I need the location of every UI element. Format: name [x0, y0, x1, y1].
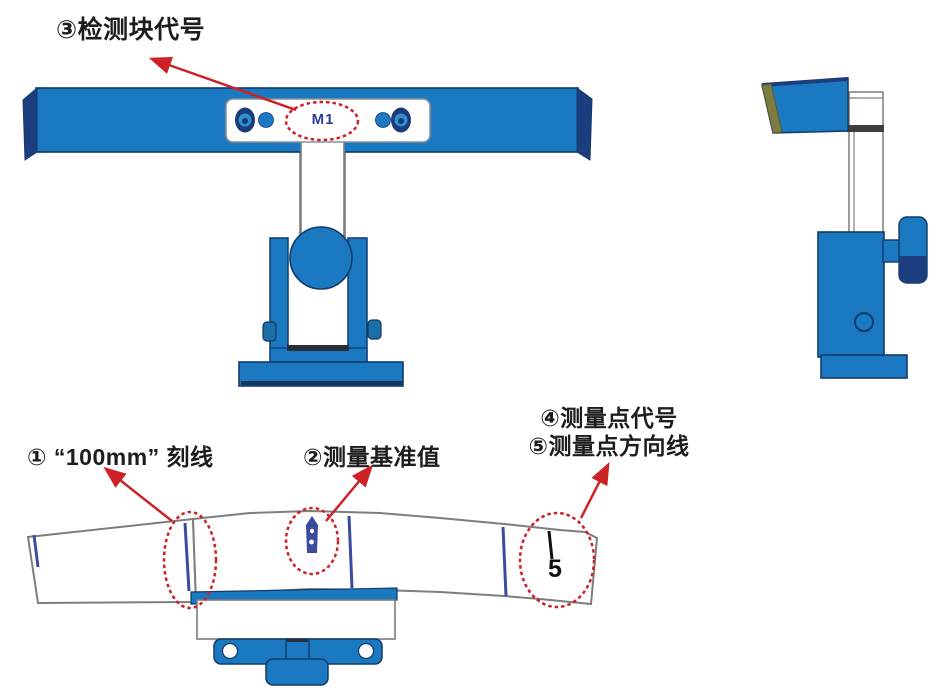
tick-left-end [32, 534, 40, 568]
tick-right [501, 526, 508, 597]
crossbar-left-bevel [22, 86, 38, 161]
red-annotations [103, 56, 610, 610]
reference-marker-shape [306, 516, 318, 553]
gauge-bar-assembly [26, 509, 599, 686]
block-id-marking: M1 [311, 111, 335, 128]
bracket-shadow [287, 345, 349, 351]
reference-marker-dot-1 [309, 528, 315, 534]
point-number-marking: 5 [548, 555, 562, 583]
label-reference-value: ②测量基准值 [303, 444, 441, 470]
callout-ellipse-reference [284, 506, 340, 576]
side-column-dark-band [846, 125, 884, 132]
callout-ellipse-scale-line [162, 510, 218, 610]
crossbar-right-bevel [576, 87, 593, 161]
label-scale-line: ① “100mm” 刻线 [27, 444, 214, 470]
side-body [817, 231, 885, 358]
leader-arrow-scale-line [103, 466, 173, 522]
plate-bolts [235, 107, 411, 133]
label-point-code: ④测量点代号 [540, 405, 678, 431]
callout-ellipse-point [518, 511, 596, 609]
label-point-group: ④测量点代号 ⑤测量点方向线 [520, 404, 698, 460]
mount-knob [265, 658, 329, 686]
right-knob [367, 319, 382, 340]
fixture-front-view [22, 86, 593, 387]
bracket-left-arm [269, 237, 289, 363]
left-knob [262, 321, 277, 342]
callout-ellipse-block-code [284, 100, 360, 142]
mount-knob-stem [285, 638, 310, 662]
bolt-core-left [242, 118, 248, 124]
mount-white-box [196, 599, 396, 640]
bolt-core-right [398, 118, 404, 124]
leader-arrow-block-code [148, 56, 297, 112]
mount-hole-left [221, 642, 239, 660]
label-block-code: ③检测块代号 [56, 16, 206, 44]
ball-joint [289, 226, 353, 290]
mount-hole-right [357, 642, 375, 660]
side-block-top-edge [761, 77, 849, 87]
tick-mid [347, 515, 354, 589]
fixture-stem-front [300, 140, 345, 241]
leader-arrow-reference [325, 464, 374, 522]
side-foot [820, 354, 908, 379]
base-plate-shadow [241, 381, 402, 385]
scale-ticks [32, 515, 508, 597]
side-knob-disc-dark [899, 256, 927, 283]
bolt-plain-left [258, 112, 274, 128]
reference-marker-dot-2 [309, 539, 314, 545]
reference-value-marker [306, 516, 318, 553]
point-direction-line [547, 530, 554, 560]
name-plate [225, 98, 431, 143]
bolt-plain-right [375, 112, 391, 128]
fixture-side-view [761, 77, 928, 379]
leader-arrow-point [579, 461, 610, 519]
tick-100mm [183, 522, 191, 592]
side-block-olive-edge [761, 83, 783, 134]
label-point-direction: ⑤测量点方向线 [528, 433, 690, 459]
side-body-hole [854, 312, 874, 332]
